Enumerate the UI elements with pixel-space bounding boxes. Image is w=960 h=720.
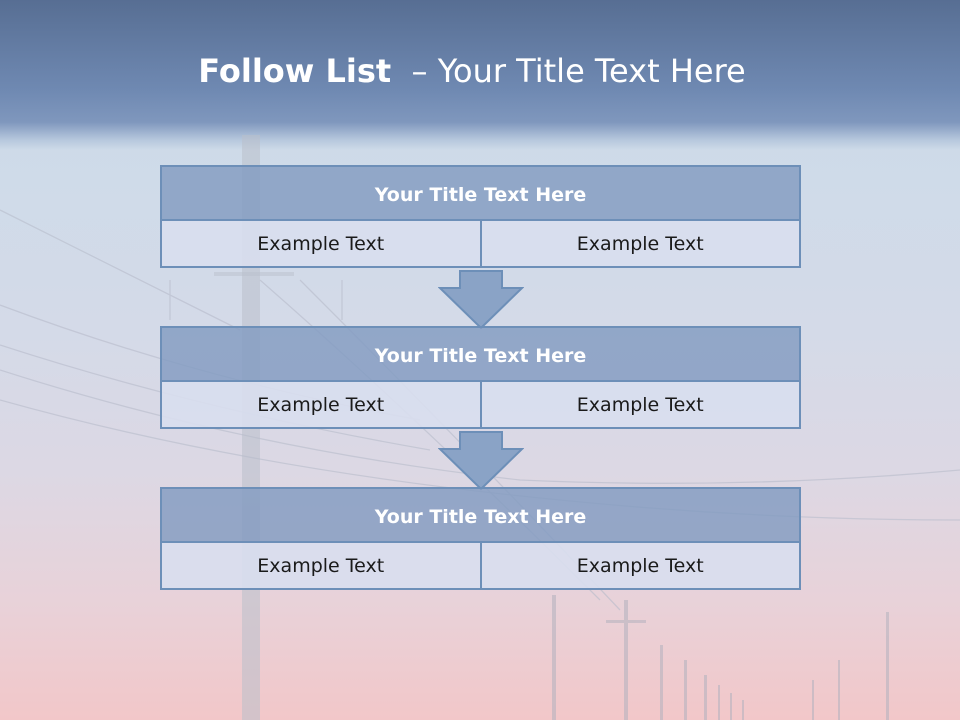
- block-cell-left: Example Text: [160, 219, 482, 268]
- header-band: [0, 0, 960, 150]
- block-cell-right: Example Text: [479, 541, 801, 590]
- list-block-3: Your Title Text Here Example Text Exampl…: [160, 487, 801, 590]
- list-block-2: Your Title Text Here Example Text Exampl…: [160, 326, 801, 429]
- down-arrow-icon: [438, 431, 524, 491]
- block-cell-right: Example Text: [479, 380, 801, 429]
- block-cell-left: Example Text: [160, 380, 482, 429]
- block-cell-left: Example Text: [160, 541, 482, 590]
- block-row: Example Text Example Text: [160, 219, 801, 268]
- title-rest: – Your Title Text Here: [411, 52, 746, 90]
- block-row: Example Text Example Text: [160, 380, 801, 429]
- block-cell-right: Example Text: [479, 219, 801, 268]
- list-block-1: Your Title Text Here Example Text Exampl…: [160, 165, 801, 268]
- title-bold: Follow List: [198, 52, 392, 90]
- block-title: Your Title Text Here: [160, 326, 801, 382]
- block-row: Example Text Example Text: [160, 541, 801, 590]
- down-arrow-icon: [438, 270, 524, 330]
- block-title: Your Title Text Here: [160, 165, 801, 221]
- block-title: Your Title Text Here: [160, 487, 801, 543]
- slide-title: Follow List – Your Title Text Here: [0, 52, 952, 90]
